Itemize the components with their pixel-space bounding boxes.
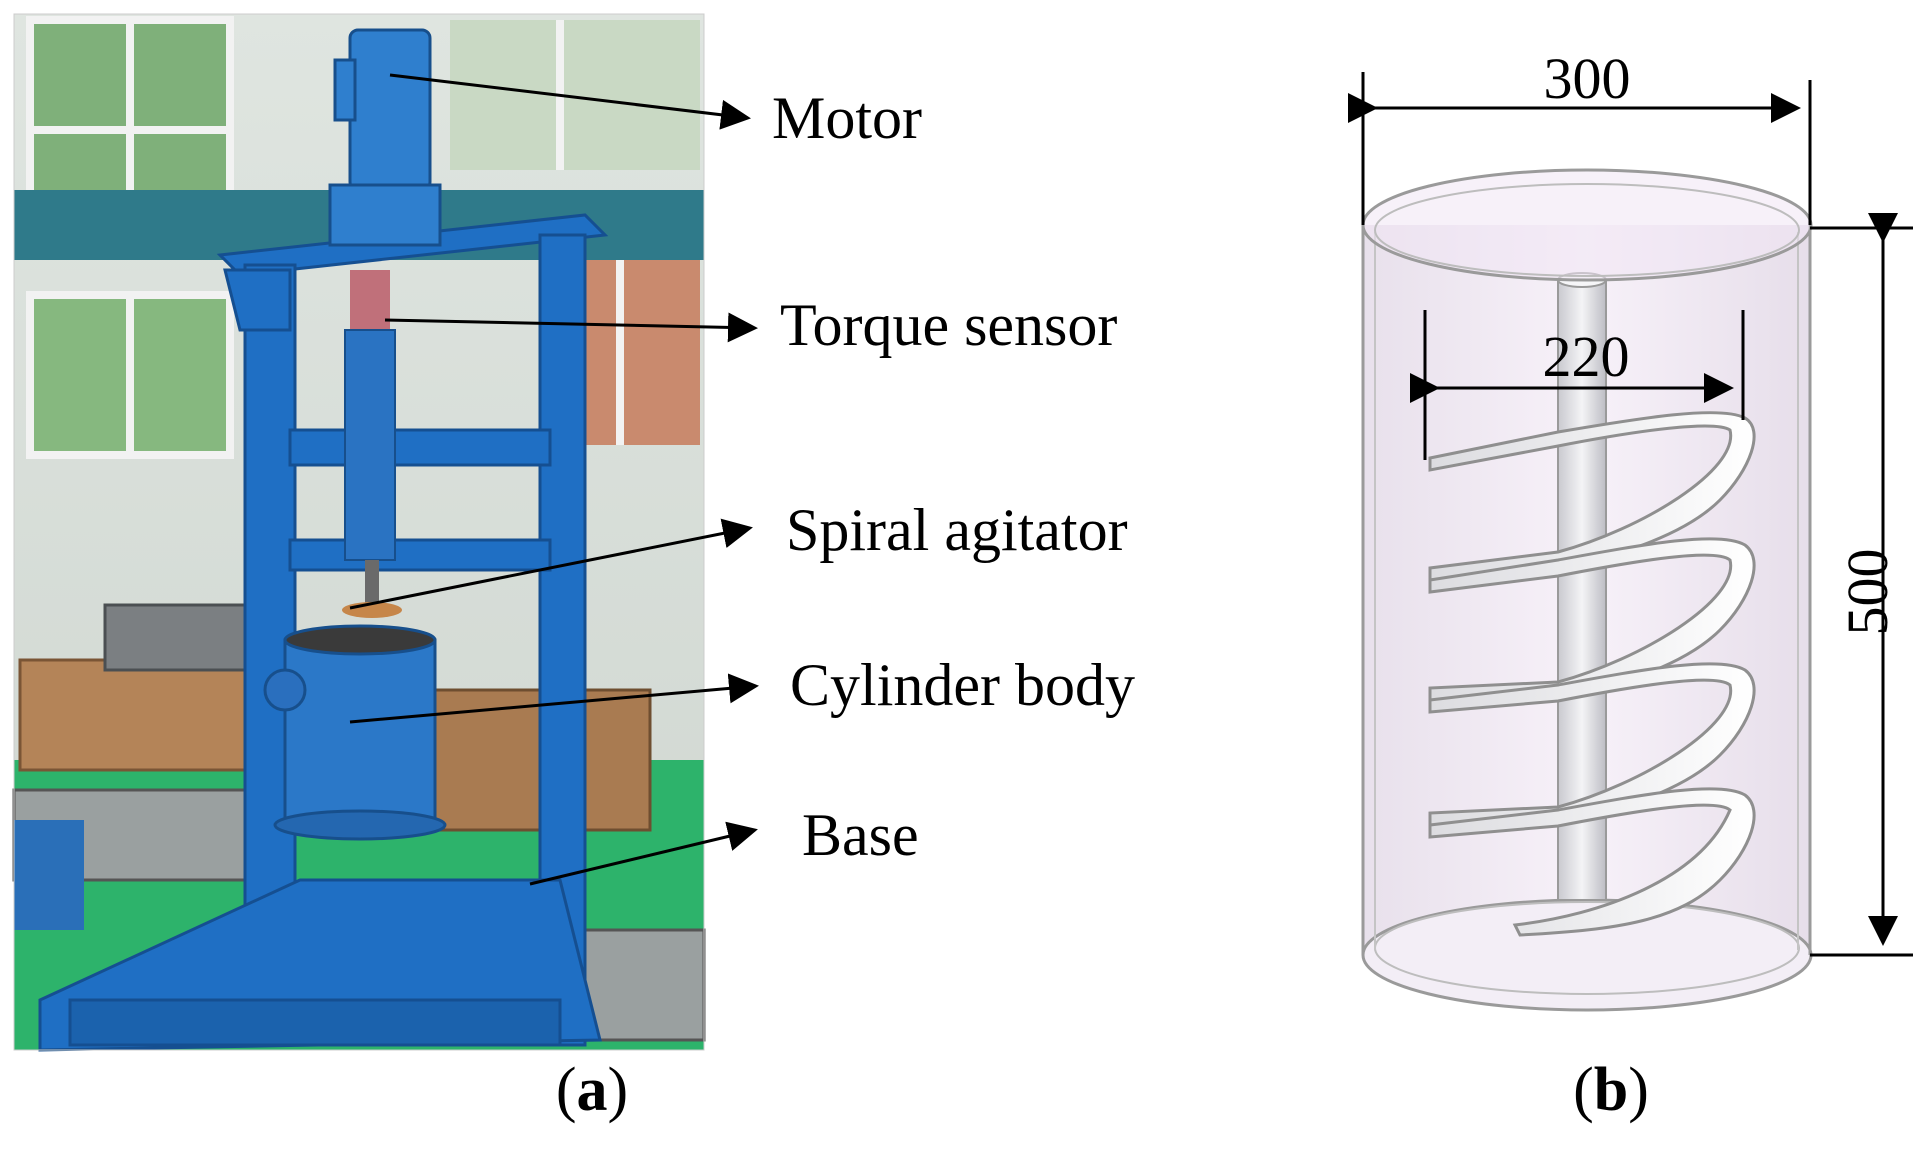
arrow-spiral-agitator <box>349 518 753 610</box>
dim-label-500: 500 <box>1835 549 1900 636</box>
label-torque-sensor: Torque sensor <box>780 292 1117 358</box>
photo-panel <box>12 13 706 1052</box>
arrow-motor <box>389 73 751 130</box>
dim-label-300: 300 <box>1544 46 1631 111</box>
dimension-lines <box>1348 72 1913 957</box>
window-lower-left <box>26 291 234 459</box>
photo-border <box>13 13 705 1051</box>
leader-arrows <box>349 73 759 886</box>
label-motor: Motor <box>772 85 922 151</box>
arrow-torque-sensor <box>384 312 758 343</box>
caption-b: (b) <box>1573 1056 1649 1124</box>
component-labels: Motor Torque sensor Spiral agitator Cyli… <box>772 85 1135 868</box>
arrow-cylinder-body <box>349 673 759 724</box>
cylinder-drawing <box>1361 168 1813 1012</box>
window-upper-right <box>450 20 700 170</box>
label-spiral-agitator: Spiral agitator <box>786 497 1128 563</box>
motor-body <box>328 28 442 247</box>
dim-label-220: 220 <box>1543 324 1630 389</box>
spiral-blades <box>1428 411 1756 937</box>
cylinder-top <box>1361 168 1813 282</box>
caption-a: (a) <box>556 1056 628 1124</box>
label-cylinder-body: Cylinder body <box>790 652 1135 718</box>
label-base: Base <box>802 802 919 868</box>
cylinder-body-photo <box>263 624 447 841</box>
shaft-assembly <box>342 270 402 618</box>
cylinder-top-inner <box>1374 183 1800 277</box>
arrow-base <box>529 821 758 886</box>
bucket <box>14 820 84 930</box>
